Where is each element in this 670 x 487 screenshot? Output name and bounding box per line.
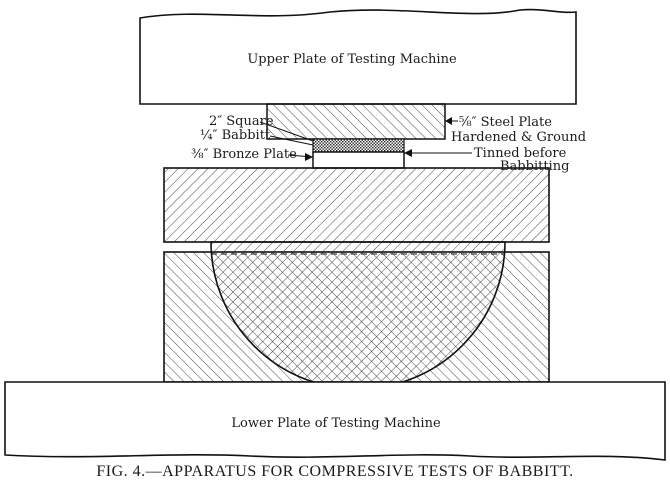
square-label: 2″ Square: [209, 114, 274, 129]
upper-seat-block: [163, 167, 550, 243]
tinned-label: Tinned before: [474, 146, 567, 161]
tinned-arrow: [404, 149, 412, 157]
bronze-plate-label: ⅜″ Bronze Plate: [191, 147, 297, 162]
babbitt-leader: [269, 135, 314, 146]
lower-plate-label: Lower Plate of Testing Machine: [231, 416, 441, 431]
bronze-arrow: [305, 153, 313, 161]
steel-plate-label: ⅝″ Steel Plate: [459, 115, 552, 130]
bronze-plate: [312, 151, 405, 169]
steel-arrow: [445, 117, 452, 125]
babbitting-label: Babbitting: [500, 159, 569, 174]
lower-plate: [4, 381, 666, 461]
babbitt-specimen: [312, 138, 405, 153]
upper-plate: [139, 8, 577, 105]
babbitt-label: ¼″ Babbitt: [200, 128, 271, 143]
square-leader: [259, 121, 314, 142]
hardened-label: Hardened & Ground: [451, 130, 586, 145]
upper-plate-label: Upper Plate of Testing Machine: [247, 52, 457, 67]
figure-caption: FIG. 4.—APPARATUS FOR COMPRESSIVE TESTS …: [96, 463, 573, 480]
